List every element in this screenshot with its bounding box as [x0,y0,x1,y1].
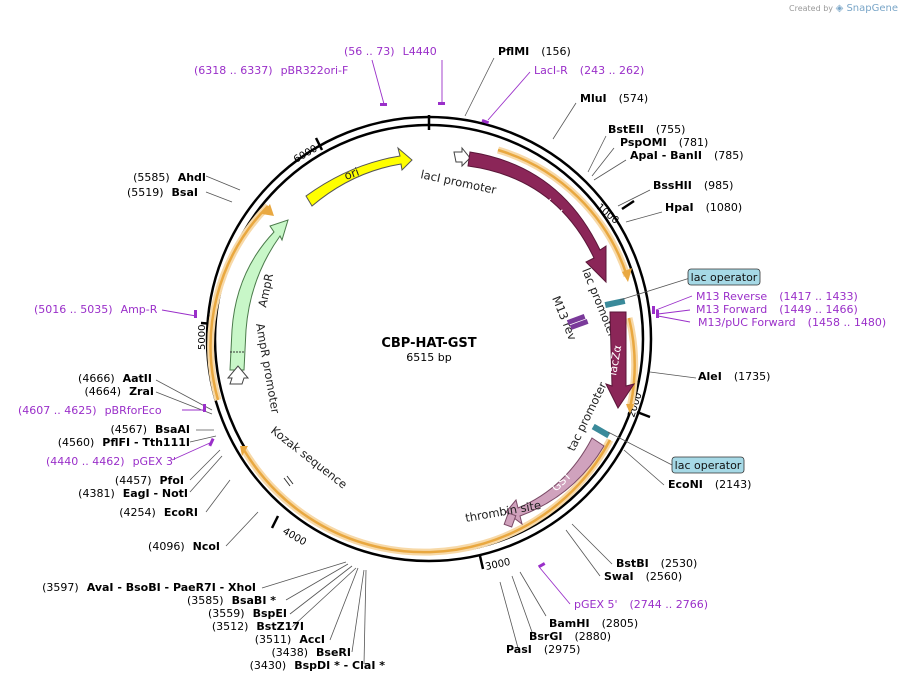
site-pasi[interactable]: PasI(2975) [506,643,580,656]
primer-pgex-3[interactable]: (4440 .. 4462)pGEX 3' [46,455,176,468]
site-bamhi[interactable]: BamHI(2805) [549,617,638,630]
site-bsai[interactable]: (5519)BsaI [127,186,198,199]
primer-marks [194,102,659,569]
laci-promoter-arrow [453,146,471,168]
orf-arrowhead-ampr [262,204,274,216]
site-pflfi-tth111i[interactable]: (4560)PflFI - Tth111I [58,436,190,449]
lac-operator-marker-2 [591,423,611,439]
site-ahdi[interactable]: (5585)AhdI [133,171,206,184]
lacza-feature[interactable] [605,311,636,409]
site-ecori[interactable]: (4254)EcoRI [119,506,198,519]
tick-label-6000: 6000 [292,143,320,165]
primer-m13-forward[interactable]: M13 Forward(1449 .. 1466) [696,303,858,316]
watermark-brand: SnapGene [846,3,898,14]
primer-amp-r[interactable]: (5016 .. 5035)Amp-R [34,303,158,316]
site-ncoi[interactable]: (4096)NcoI [148,540,220,553]
orf-arcs [207,146,639,556]
orf-arrowhead-lacza [626,404,634,414]
orf-arrowhead-laci [622,268,632,282]
site-hpai[interactable]: HpaI(1080) [665,201,742,214]
primer-pbrforeco[interactable]: (4607 .. 4625)pBRforEco [18,404,162,417]
site-bsabi[interactable]: (3585)BsaBI * [187,594,276,607]
primer-m13-reverse[interactable]: M13 Reverse(1417 .. 1433) [696,290,858,303]
lac-operator-box-bottom[interactable]: lac operator [671,456,745,474]
lac-operator-box-top-label: lac operator [691,271,758,284]
snapgene-logo: ◈ SnapGene [835,3,898,14]
site-bstz17i[interactable]: (3512)BstZ17I [212,620,304,633]
lac-operator-box-bottom-label: lac operator [675,459,742,472]
site-mlui[interactable]: MluI(574) [580,92,648,105]
primer-pbr322ori-f[interactable]: (6318 .. 6337)pBR322ori-F [194,64,348,77]
m13-rev-primer-mark-2 [569,319,589,330]
site-apai-banii[interactable]: ApaI - BanII(785) [630,149,744,162]
site-bspdi-clai[interactable]: (3430)BspDI * - ClaI * [250,659,386,672]
kozak-label: Kozak sequence [268,423,350,491]
site-pfoi[interactable]: (4457)PfoI [115,474,184,487]
ori-label: ori [342,165,361,183]
ampr-feature[interactable] [229,219,289,371]
laci-feature[interactable] [467,151,607,284]
site-pspomi[interactable]: PspOMI(781) [620,136,708,149]
site-eagi-noti[interactable]: (4381)EagI - NotI [78,487,188,500]
left-sites: (5585)AhdI (5519)BsaI (4666)AatII (4664)… [42,171,385,672]
site-bstbi[interactable]: BstBI(2530) [616,557,697,570]
site-zrai[interactable]: (4664)ZraI [85,385,155,398]
lacza-label: lacZα [606,344,624,376]
kozak-marker-2 [286,475,294,485]
tac-promoter-label: tac promoter [564,380,610,454]
site-alei[interactable]: AleI(1735) [698,370,770,383]
ampr-label: AmpR [255,272,276,309]
site-aatii[interactable]: (4666)AatII [78,372,152,385]
laci-promoter-label: lacI promoter [419,167,497,197]
m13-rev-primer-mark [566,314,586,325]
site-bsaai[interactable]: (4567)BsaAI [110,423,190,436]
site-bsteii[interactable]: BstEII(755) [608,123,685,136]
site-pflmi[interactable]: PflMI(156) [498,45,571,58]
thrombin-site-marker [503,512,517,528]
site-acci[interactable]: (3511)AccI [255,633,325,646]
primer-m13-puc-forward[interactable]: M13/pUC Forward(1458 .. 1480) [698,316,886,329]
tick-label-4000: 4000 [281,526,309,548]
watermark: Created by ◈ SnapGene [789,3,898,14]
site-bspei[interactable]: (3559)BspEI [208,607,287,620]
operator-leader-1 [619,277,691,301]
ampr-promoter-arrow [226,365,250,385]
ampr-promoter-label: AmpR promoter [253,322,283,415]
primer-leader-lines [161,59,693,605]
tick-label-3000: 3000 [484,557,511,573]
site-bsrgi[interactable]: BsrGI(2880) [529,630,611,643]
leader-lines [155,57,697,665]
primer-labels: (56 .. 73)L4440 (6318 .. 6337)pBR322ori-… [18,45,886,611]
orf-arrowhead-gst [240,446,248,456]
primer-laci-r[interactable]: LacI-R(243 .. 262) [534,64,644,77]
watermark-created-by: Created by [789,4,834,13]
tick-label-5000: 5000 [197,325,208,350]
site-avai-group[interactable]: (3597)AvaI - BsoBI - PaeR7I - XhoI [42,581,256,594]
ori-feature[interactable] [305,146,413,207]
site-econi[interactable]: EcoNI(2143) [668,478,751,491]
plasmid-name: CBP-HAT-GST [381,336,476,351]
operator-leader-2 [607,431,675,467]
lac-operator-box-top[interactable]: lac operator [687,268,761,286]
site-bseri[interactable]: (3438)BseRI [271,646,351,659]
site-swai[interactable]: SwaI(2560) [604,570,682,583]
lac-operator-marker-1 [604,297,626,309]
site-bsshii[interactable]: BssHII(985) [653,179,733,192]
primer-l4440[interactable]: (56 .. 73)L4440 [344,45,437,58]
primer-pgex-5[interactable]: pGEX 5'(2744 .. 2766) [574,598,708,611]
plasmid-size: 6515 bp [406,351,451,364]
right-sites: PflMI(156) MluI(574) BstEII(755) PspOMI(… [498,45,770,656]
kozak-marker-1 [283,477,291,487]
